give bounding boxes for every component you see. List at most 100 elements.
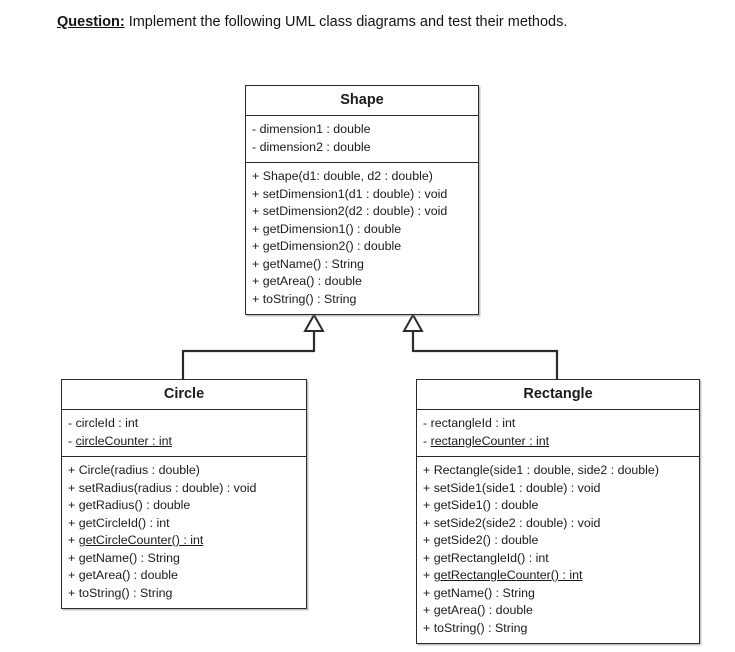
visibility-marker: + [252, 239, 260, 253]
visibility-marker: + [423, 603, 431, 617]
member-signature: setSide1(side1 : double) : void [433, 480, 601, 495]
method-row: + getName() : String [246, 256, 478, 274]
member-signature: toString() : String [262, 291, 357, 306]
attribute-row: - dimension1 : double [246, 121, 478, 139]
attribute-row: - dimension2 : double [246, 139, 478, 157]
uml-class-circle[interactable]: Circle - circleId : int - circleCounter … [61, 379, 307, 609]
member-signature: getName() : String [433, 585, 535, 600]
method-row: + setDimension2(d2 : double) : void [246, 203, 478, 221]
method-row-static: + getCircleCounter() : int [62, 532, 306, 550]
attribute-row-static: - rectangleCounter : int [417, 433, 699, 451]
member-signature: Rectangle(side1 : double, side2 : double… [433, 463, 659, 477]
class-name-rectangle: Rectangle [417, 380, 699, 410]
method-row: + setDimension1(d1 : double) : void [246, 186, 478, 204]
visibility-marker: + [68, 463, 76, 477]
visibility-marker: + [68, 498, 76, 512]
method-row: + getArea() : double [62, 567, 306, 585]
member-signature: circleId : int [75, 416, 139, 430]
method-row: + toString() : String [62, 585, 306, 603]
member-signature: toString() : String [78, 585, 173, 600]
uml-class-rectangle[interactable]: Rectangle - rectangleId : int - rectangl… [416, 379, 700, 644]
hollow-triangle-arrowhead-circle [303, 312, 325, 332]
method-row: + getRadius() : double [62, 497, 306, 515]
visibility-marker: - [252, 139, 257, 154]
visibility-marker: - [423, 416, 428, 430]
member-signature: rectangleId : int [430, 416, 516, 430]
member-signature: getArea() : double [78, 568, 178, 582]
uml-class-shape[interactable]: Shape - dimension1 : double - dimension2… [245, 85, 479, 315]
member-signature: getSide2() : double [433, 533, 539, 547]
method-row: + getRectangleId() : int [417, 550, 699, 568]
method-row: + getDimension1() : double [246, 221, 478, 239]
visibility-marker: + [252, 256, 260, 271]
method-row: + setSide2(side2 : double) : void [417, 515, 699, 533]
visibility-marker: + [423, 480, 431, 495]
visibility-marker: + [423, 620, 431, 635]
visibility-marker: + [423, 498, 431, 512]
visibility-marker: + [68, 533, 76, 547]
visibility-marker: + [423, 585, 431, 600]
member-signature: getArea() : double [433, 603, 533, 617]
visibility-marker: + [252, 221, 260, 236]
member-signature: getRectangleCounter() : int [433, 568, 583, 582]
visibility-marker: + [423, 550, 431, 565]
attributes-compartment-rectangle: - rectangleId : int - rectangleCounter :… [417, 410, 699, 457]
member-signature: getSide1() : double [433, 498, 539, 512]
method-row: + setRadius(radius : double) : void [62, 480, 306, 498]
method-row: + getArea() : double [417, 602, 699, 620]
visibility-marker: + [423, 515, 431, 530]
method-row: + Rectangle(side1 : double, side2 : doub… [417, 462, 699, 480]
method-row: + getSide2() : double [417, 532, 699, 550]
hollow-triangle-arrowhead-rectangle [402, 312, 424, 332]
methods-compartment-circle: + Circle(radius : double) + setRadius(ra… [62, 457, 306, 608]
generalization-rectangle-to-shape [402, 312, 559, 379]
member-signature: getName() : String [78, 550, 180, 565]
member-signature: toString() : String [433, 620, 528, 635]
member-signature: dimension1 : double [259, 122, 371, 136]
visibility-marker: + [68, 515, 76, 530]
member-signature: setDimension2(d2 : double) : void [262, 204, 448, 218]
visibility-marker: + [252, 274, 260, 288]
question-line: Question: Implement the following UML cl… [57, 13, 567, 31]
member-signature: setSide2(side2 : double) : void [433, 515, 601, 530]
visibility-marker: + [68, 480, 76, 495]
attribute-row: - circleId : int [62, 415, 306, 433]
visibility-marker: + [68, 568, 76, 582]
member-signature: getDimension1() : double [262, 221, 402, 236]
member-signature: dimension2 : double [259, 139, 371, 154]
member-signature: rectangleCounter : int [430, 433, 550, 448]
method-row: + getSide1() : double [417, 497, 699, 515]
visibility-marker: - [252, 122, 257, 136]
attributes-compartment-shape: - dimension1 : double - dimension2 : dou… [246, 116, 478, 163]
generalization-circle-to-shape [181, 312, 325, 379]
visibility-marker: + [252, 169, 260, 183]
class-name-circle: Circle [62, 380, 306, 410]
method-row: + toString() : String [246, 291, 478, 309]
visibility-marker: + [423, 568, 431, 582]
visibility-marker: + [252, 186, 260, 201]
member-signature: getRectangleId() : int [433, 550, 549, 565]
visibility-marker: + [252, 291, 260, 306]
method-row: + getName() : String [417, 585, 699, 603]
member-signature: getRadius() : double [78, 498, 191, 512]
method-row: + Circle(radius : double) [62, 462, 306, 480]
member-signature: getArea() : double [262, 274, 362, 288]
member-signature: getName() : String [262, 256, 364, 271]
method-row: + Shape(d1: double, d2 : double) [246, 168, 478, 186]
method-row: + getCircleId() : int [62, 515, 306, 533]
member-signature: Shape(d1: double, d2 : double) [262, 169, 433, 183]
member-signature: getCircleId() : int [78, 515, 170, 530]
visibility-marker: + [423, 533, 431, 547]
methods-compartment-rectangle: + Rectangle(side1 : double, side2 : doub… [417, 457, 699, 643]
member-signature: circleCounter : int [75, 433, 173, 448]
member-signature: setDimension1(d1 : double) : void [262, 186, 448, 201]
visibility-marker: + [68, 550, 76, 565]
visibility-marker: + [423, 463, 431, 477]
visibility-marker: - [68, 416, 73, 430]
method-row: + setSide1(side1 : double) : void [417, 480, 699, 498]
class-name-shape: Shape [246, 86, 478, 116]
attributes-compartment-circle: - circleId : int - circleCounter : int [62, 410, 306, 457]
member-signature: setRadius(radius : double) : void [78, 480, 257, 495]
methods-compartment-shape: + Shape(d1: double, d2 : double) + setDi… [246, 163, 478, 314]
question-text: Implement the following UML class diagra… [124, 14, 568, 30]
